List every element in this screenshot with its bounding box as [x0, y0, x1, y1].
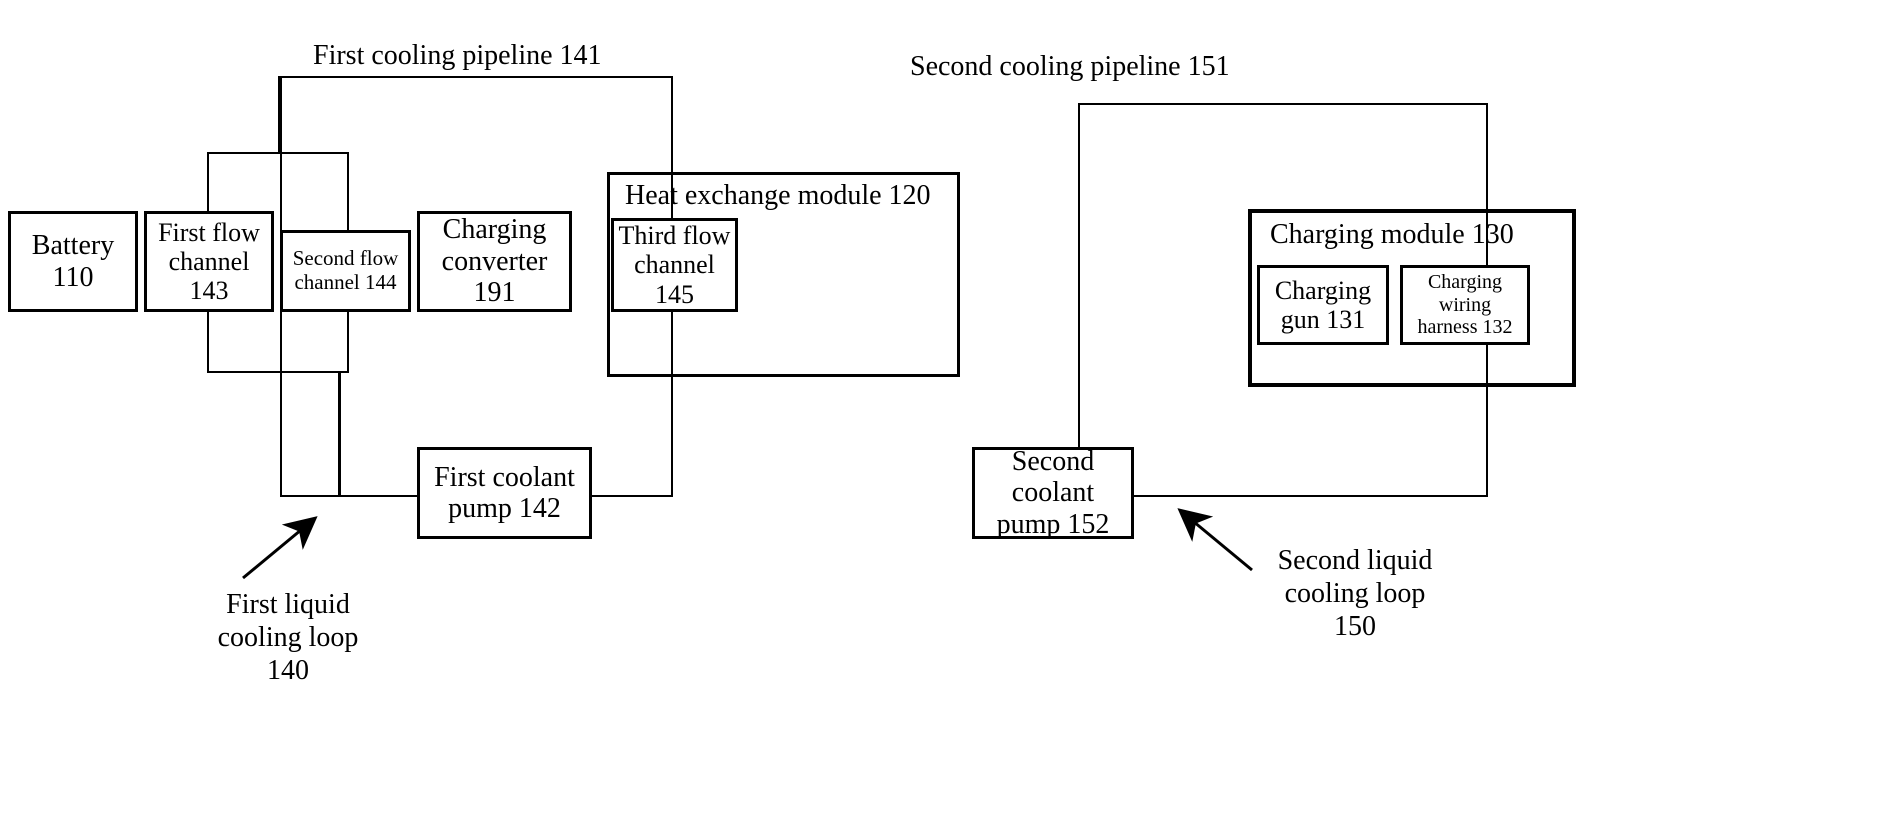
charging-module-title: Charging module 130 [1270, 219, 1514, 250]
heat-exchange-module-title: Heat exchange module 120 [625, 180, 931, 211]
second-flow-channel-block[interactable]: Second flow channel 144 [280, 230, 411, 312]
second-liquid-cooling-loop-label: Second liquid cooling loop 150 [1277, 545, 1433, 643]
charging-converter-block[interactable]: Charging converter 191 [417, 211, 572, 312]
charging-wiring-harness-label: Charging wiring harness 132 [1417, 271, 1513, 339]
second-flow-channel-label: Second flow channel 144 [292, 246, 399, 294]
second-coolant-pump-block[interactable]: Second coolant pump 152 [972, 445, 1134, 540]
third-flow-channel-label: Third flow channel 145 [618, 221, 731, 309]
second-loop-leader-line [1177, 508, 1253, 572]
charging-gun-label: Charging gun 131 [1274, 275, 1372, 334]
first-coolant-pump-block[interactable]: First coolant pump 142 [417, 447, 592, 539]
second-cooling-pipeline-title: Second cooling pipeline 151 [910, 51, 1230, 82]
battery-block[interactable]: Battery 110 [8, 211, 138, 312]
heat-exchange-module-box [607, 172, 960, 377]
first-coolant-pump-label: First coolant pump 142 [434, 461, 575, 524]
charging-gun-block[interactable]: Charging gun 131 [1257, 265, 1389, 345]
third-flow-channel-block[interactable]: Third flow channel 145 [611, 218, 738, 312]
first-flow-channel-block[interactable]: First flow channel 143 [144, 211, 274, 312]
first-cooling-pipeline-title: First cooling pipeline 141 [313, 40, 602, 71]
charging-wiring-harness-block[interactable]: Charging wiring harness 132 [1400, 265, 1530, 345]
first-liquid-cooling-loop-label: First liquid cooling loop 140 [217, 589, 359, 687]
charging-converter-label: Charging converter 191 [441, 214, 548, 309]
first-pipeline-branch-return-bottom [338, 371, 341, 497]
first-flow-channel-label: First flow channel 143 [158, 217, 260, 306]
first-pipeline-branch-feed-top [278, 76, 281, 154]
charging-module-box [1248, 209, 1576, 387]
first-loop-leader-line [242, 516, 318, 580]
battery-label: Battery 110 [31, 230, 115, 293]
second-coolant-pump-label: Second coolant pump 152 [996, 445, 1110, 540]
